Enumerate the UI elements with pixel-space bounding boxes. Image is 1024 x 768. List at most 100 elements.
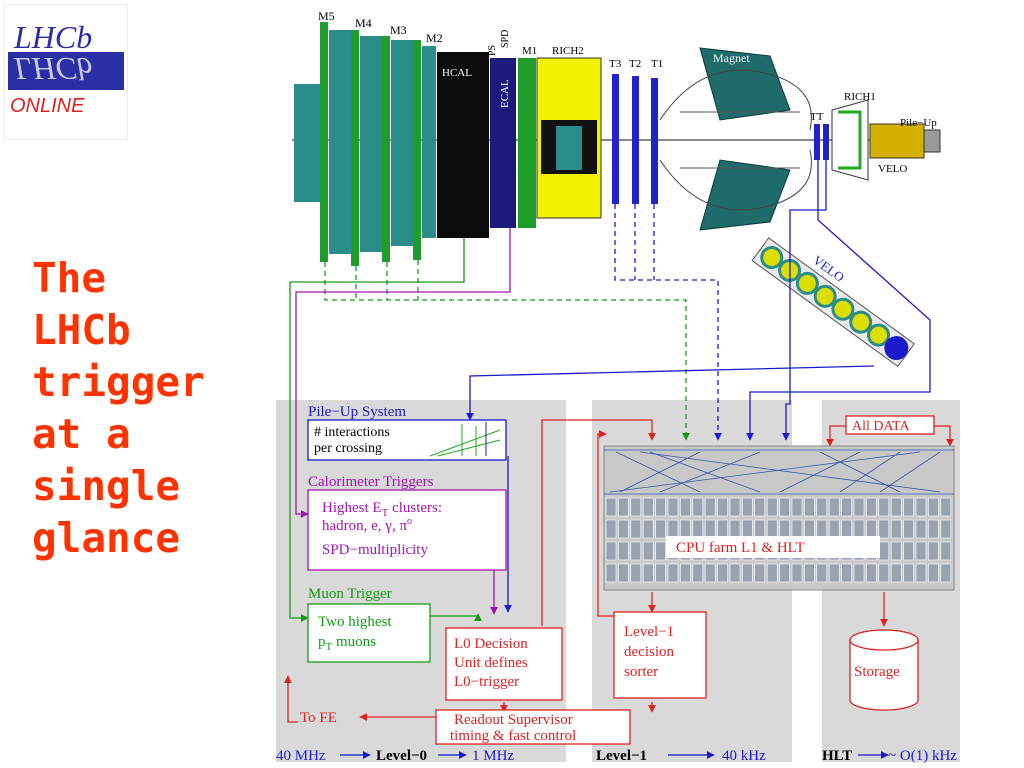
- cpu-node: [717, 563, 728, 583]
- cpu-node: [605, 563, 617, 583]
- cpu-node: [766, 519, 778, 539]
- cpu-node: [890, 497, 902, 517]
- title-line: The: [32, 254, 107, 302]
- pileup-histogram-icon: [429, 422, 501, 457]
- cpu-node: [866, 497, 877, 517]
- cpu-node: [717, 497, 728, 517]
- level1-sorter-box: [613, 611, 707, 699]
- cpu-node: [630, 497, 642, 517]
- velo-vessel: [869, 123, 925, 159]
- cpu-node: [779, 497, 790, 517]
- title-line: trigger: [32, 358, 205, 406]
- to-fe-label: To FE: [300, 710, 337, 726]
- slide-title: The LHCb trigger at a single glance: [32, 252, 262, 564]
- label-ps: PS: [487, 45, 498, 56]
- label-magnet: Magnet: [713, 51, 750, 65]
- cpu-farm-label-bg: [666, 536, 880, 558]
- cpu-node: [779, 519, 790, 539]
- cpu-node: [928, 497, 939, 517]
- sorter-line-1: Level−1: [624, 624, 674, 640]
- calorimeter-triggers-title: Calorimeter Triggers: [308, 474, 434, 490]
- cpu-node: [853, 563, 865, 583]
- cpu-farm: CPU farm L1 & HLT: [603, 445, 955, 591]
- cpu-node: [729, 519, 741, 539]
- title-line: LHCb: [32, 306, 131, 354]
- pileup-text-1: # interactions: [314, 425, 390, 440]
- label-t2: T2: [629, 58, 641, 70]
- cpu-node: [642, 519, 654, 539]
- cpu-node: [618, 519, 629, 539]
- cpu-node: [742, 497, 753, 517]
- cpu-node: [766, 563, 778, 583]
- cpu-node: [655, 541, 666, 561]
- all-data-label: All DATA: [852, 419, 910, 434]
- cpu-node: [853, 497, 865, 517]
- cpu-node: [791, 519, 803, 539]
- l0-decision-line-1: L0 Decision: [454, 636, 528, 652]
- pileup-text-2: per crossing: [314, 441, 382, 456]
- logo-band: [8, 52, 124, 90]
- all-data-box: [845, 415, 935, 435]
- cpu-node: [841, 497, 852, 517]
- logo-mirror-text: LHCb: [13, 51, 92, 87]
- cpu-node: [742, 563, 753, 583]
- label-tt: TT: [810, 111, 824, 123]
- cpu-node: [680, 519, 691, 539]
- cpu-node: [890, 519, 902, 539]
- cpu-node: [940, 497, 952, 517]
- cpu-node: [754, 563, 766, 583]
- cpu-node: [754, 497, 766, 517]
- cpu-node: [928, 563, 939, 583]
- readout-line-2: timing & fast control: [450, 728, 576, 744]
- cpu-node: [642, 563, 654, 583]
- label-ecal: ECAL: [499, 79, 511, 108]
- cpu-node: [704, 563, 716, 583]
- cpu-node: [866, 519, 877, 539]
- rate-40mhz: 40 MHz: [276, 748, 326, 764]
- cpu-node: [680, 497, 691, 517]
- hcal: [437, 52, 489, 238]
- tt: [814, 124, 820, 160]
- cpu-node: [729, 563, 741, 583]
- cpu-node: [903, 541, 914, 561]
- cpu-node: [903, 497, 914, 517]
- cpu-node: [779, 563, 790, 583]
- cpu-node: [915, 519, 927, 539]
- cpu-node: [828, 563, 840, 583]
- label-hcal: HCAL: [442, 67, 472, 79]
- label-m2: M2: [426, 31, 443, 45]
- cpu-farm-label: CPU farm L1 & HLT: [676, 540, 805, 556]
- calo-line-3: SPD−multiplicity: [322, 542, 428, 558]
- rate-1mhz: 1 MHz: [472, 748, 514, 764]
- cpu-node: [692, 563, 704, 583]
- t3: [612, 74, 619, 204]
- cpu-node: [655, 497, 666, 517]
- logo-text: LHCb: [13, 19, 92, 55]
- l0-decision-line-3: L0−trigger: [454, 674, 519, 690]
- logo-subtitle: ONLINE: [10, 95, 85, 117]
- cpu-node: [828, 497, 840, 517]
- muon-line-2: pT muons: [318, 634, 376, 653]
- cpu-node: [928, 541, 939, 561]
- rate-40khz: 40 kHz: [722, 748, 766, 764]
- cpu-node: [828, 519, 840, 539]
- cpu-node: [667, 563, 679, 583]
- muon-stations: [294, 22, 436, 266]
- title-line: at a: [32, 410, 131, 458]
- cpu-node: [655, 563, 666, 583]
- label-t3: T3: [609, 58, 622, 70]
- cpu-node: [605, 541, 617, 561]
- readout-supervisor-box: [435, 709, 631, 745]
- cpu-node: [680, 563, 691, 583]
- cpu-node: [816, 497, 828, 517]
- sorter-line-3: sorter: [624, 664, 658, 680]
- cpu-node: [618, 497, 629, 517]
- cpu-node: [630, 519, 642, 539]
- cpu-node: [655, 519, 666, 539]
- cpu-node: [915, 541, 927, 561]
- cpu-node: [940, 519, 952, 539]
- l0-decision-box: [445, 627, 563, 701]
- label-m4: M4: [355, 16, 372, 30]
- cpu-node: [791, 563, 803, 583]
- calo-line-2: hadron, e, γ, πo: [322, 516, 412, 534]
